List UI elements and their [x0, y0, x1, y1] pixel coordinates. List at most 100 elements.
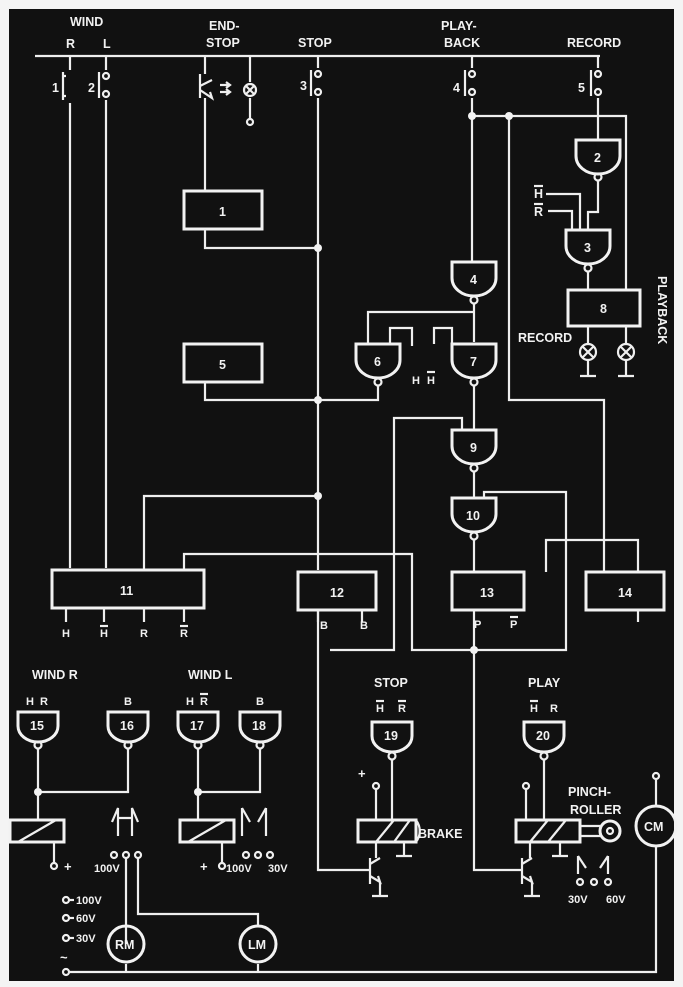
block-14-label: 14: [618, 586, 632, 600]
gate-18: 18: [238, 710, 282, 750]
gate-4-label: 4: [470, 273, 477, 287]
switch-5-label: 5: [578, 81, 585, 95]
gate-17: 17: [176, 710, 220, 750]
block-8: [566, 288, 642, 328]
label-30v-l: 30V: [268, 863, 288, 875]
label-r-bar-3: R: [534, 205, 543, 219]
relay-l-plus: +: [200, 859, 208, 874]
label-100v-r: 100V: [94, 863, 120, 875]
block-11: [50, 568, 206, 610]
g20-in-hbar: H: [530, 703, 538, 715]
switch-4: 4: [453, 56, 477, 262]
gate-3-label: 3: [584, 241, 591, 255]
gate-7: 7: [450, 342, 498, 430]
relay-r-plus: +: [64, 859, 72, 874]
g15-in-h: H: [26, 696, 34, 708]
gate-19: 19: [370, 720, 414, 761]
label-wind: WIND: [70, 15, 103, 29]
block-1: [182, 189, 264, 231]
label-60v-supply: 60V: [76, 913, 96, 925]
label-playback-1: PLAY-: [441, 19, 477, 33]
brake-solenoid: BRAKE: [356, 818, 462, 858]
gate-9: 9: [450, 428, 498, 498]
block-12-label: 12: [330, 586, 344, 600]
b13-out-p: P: [474, 619, 481, 631]
block-12: [296, 570, 378, 612]
label-h-bar-6: H: [427, 375, 435, 387]
block-11-label: 11: [120, 584, 133, 598]
label-pinch-2: ROLLER: [570, 803, 621, 817]
label-stop-bottom: STOP: [374, 676, 408, 690]
wind-r-contacts: 100V: [94, 807, 260, 944]
g15-in-r: R: [40, 696, 48, 708]
cm-contacts: 30V 60V: [568, 855, 626, 906]
block-13-label: 13: [480, 586, 494, 600]
gate-18-label: 18: [252, 719, 266, 733]
g17-in-h: H: [186, 696, 194, 708]
label-30v-cm: 30V: [568, 894, 588, 906]
stop-transistor: [364, 842, 388, 898]
gate-10: 10: [450, 496, 498, 572]
endstop-sensor: [198, 56, 258, 190]
label-record-lamp: RECORD: [518, 331, 572, 345]
switch-1: 1: [52, 56, 72, 568]
motor-rm: RM: [106, 924, 146, 964]
gate-17-label: 17: [190, 719, 204, 733]
switch-2-label: 2: [88, 81, 95, 95]
label-30v-supply: 30V: [76, 933, 96, 945]
b11-out-h: H: [62, 628, 70, 640]
b11-out-r: R: [140, 628, 148, 640]
wind-l-contacts: 100V 30V: [226, 807, 288, 875]
label-playback-side: PLAYBACK: [655, 276, 669, 344]
label-stop-header: STOP: [298, 36, 332, 50]
lm-label: LM: [248, 938, 266, 952]
g20-in-r: R: [550, 703, 558, 715]
b12-out-b2: B: [360, 620, 368, 632]
gate-15: 15: [16, 710, 60, 750]
b11-out-rbar: R: [180, 628, 188, 640]
switch-2: 2: [88, 56, 111, 568]
label-100v-supply: 100V: [76, 895, 102, 907]
stop-plus: +: [358, 766, 366, 781]
switch-3-label: 3: [300, 79, 307, 93]
label-ac: ~: [60, 950, 68, 965]
label-wind-l: L: [103, 37, 111, 51]
g19-in-hbar: H: [376, 703, 384, 715]
label-wind-l: WIND L: [188, 668, 233, 682]
label-endstop-1: END-: [209, 19, 240, 33]
motor-lm: LM: [238, 924, 278, 964]
switch-3: 3: [300, 56, 323, 570]
gate-16: 16: [106, 710, 150, 750]
label-pinch-1: PINCH-: [568, 785, 611, 799]
b13-out-pbar: P: [510, 619, 517, 631]
diagram-background: [9, 9, 674, 981]
relay-wind-r: +: [8, 818, 72, 874]
b11-out-hbar: H: [100, 628, 108, 640]
pinch-roller-solenoid: [514, 818, 622, 858]
gate-19-label: 19: [384, 729, 398, 743]
label-wind-r: R: [66, 37, 75, 51]
switch-5: 5: [578, 56, 603, 116]
switch-1-label: 1: [52, 81, 59, 95]
label-brake: BRAKE: [418, 827, 462, 841]
label-record-header: RECORD: [567, 36, 621, 50]
switch-4-label: 4: [453, 81, 460, 95]
gate-6-label: 6: [374, 355, 381, 369]
block-8-label: 8: [600, 302, 607, 316]
relay-wind-l: +: [178, 818, 236, 874]
gate-2-label: 2: [594, 151, 601, 165]
gate-20-label: 20: [536, 729, 550, 743]
b12-out-b1: B: [320, 620, 328, 632]
gate-15-label: 15: [30, 719, 44, 733]
g18-in-b: B: [256, 696, 264, 708]
label-wind-r: WIND R: [32, 668, 78, 682]
block-1-label: 1: [219, 205, 226, 219]
label-endstop-2: STOP: [206, 36, 240, 50]
gate-6: 6: [318, 342, 402, 402]
block-5: [182, 342, 264, 384]
g17-in-rbar: R: [200, 696, 208, 708]
gate-16-label: 16: [120, 719, 134, 733]
label-h-bar-3: H: [534, 187, 543, 201]
block-5-label: 5: [219, 358, 226, 372]
